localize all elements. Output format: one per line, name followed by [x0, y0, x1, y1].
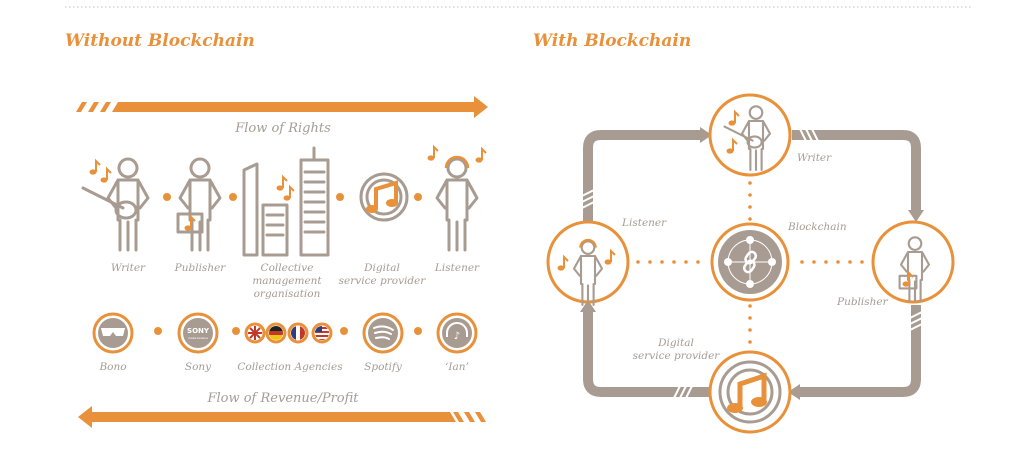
listener-figure: [426, 146, 487, 252]
flow-of-rights-arrow: [76, 96, 488, 118]
node-publisher: [871, 220, 955, 304]
with-blockchain-title: With Blockchain: [533, 31, 691, 51]
node-writer: [708, 93, 792, 177]
label-writer: Writer: [111, 262, 146, 274]
flow-of-rights-label: Flow of Rights: [234, 121, 331, 136]
label-cmo-2: management: [252, 275, 322, 287]
flow-dots-bottom: [154, 327, 422, 335]
cmo-buildings: [242, 146, 330, 257]
label-ian: ‘Ian’: [445, 361, 469, 373]
label-collection-agencies: Collection Agencies: [237, 361, 343, 373]
label-bono: Bono: [98, 361, 126, 373]
flow-of-revenue-arrow: [78, 406, 486, 428]
label-spotify: Spotify: [364, 361, 403, 373]
blockchain-connector-dots: [636, 181, 864, 344]
label-listener: Listener: [434, 262, 480, 274]
label-node-blockchain: Blockchain: [787, 221, 847, 233]
bono-icon: [92, 312, 134, 354]
flag-uk-icon: [244, 322, 266, 344]
label-cmo-1: Collective: [261, 262, 314, 274]
dsp-music-icon: [359, 172, 409, 222]
label-node-dsp-2: service provider: [633, 350, 721, 362]
label-node-dsp-1: Digital: [657, 337, 694, 349]
label-node-listener: Listener: [621, 217, 667, 229]
flag-germany-icon: [265, 322, 287, 344]
flow-of-revenue-label: Flow of Revenue/Profit: [206, 391, 359, 406]
svg-text:make.believe: make.believe: [188, 336, 208, 340]
node-blockchain: [710, 222, 790, 302]
label-dsp-1: Digital: [363, 262, 400, 274]
flag-france-icon: [287, 322, 309, 344]
label-cmo-3: organisation: [254, 288, 321, 300]
flag-usa-icon: [311, 322, 333, 344]
label-node-writer: Writer: [797, 152, 832, 164]
svg-text:SONY: SONY: [187, 327, 210, 335]
without-blockchain-title: Without Blockchain: [65, 31, 255, 51]
chain-link-icon: [742, 250, 758, 274]
blockchain-loop-track: [583, 130, 921, 397]
node-listener: [546, 220, 630, 307]
publisher-figure: [176, 157, 222, 252]
sony-logo: SONY make.believe: [177, 312, 219, 354]
writer-figure: [81, 157, 150, 252]
loop-hatch-marks: [581, 128, 923, 399]
spotify-icon: [362, 312, 404, 354]
flow-dots-top: [163, 193, 422, 201]
label-sony: Sony: [185, 361, 212, 373]
node-digital-service-provider: [708, 350, 792, 434]
ian-headphones-icon: ♪: [436, 312, 478, 354]
label-publisher: Publisher: [174, 262, 227, 274]
svg-text:♪: ♪: [454, 331, 460, 342]
label-dsp-2: service provider: [339, 275, 427, 287]
label-node-publisher: Publisher: [836, 296, 889, 308]
